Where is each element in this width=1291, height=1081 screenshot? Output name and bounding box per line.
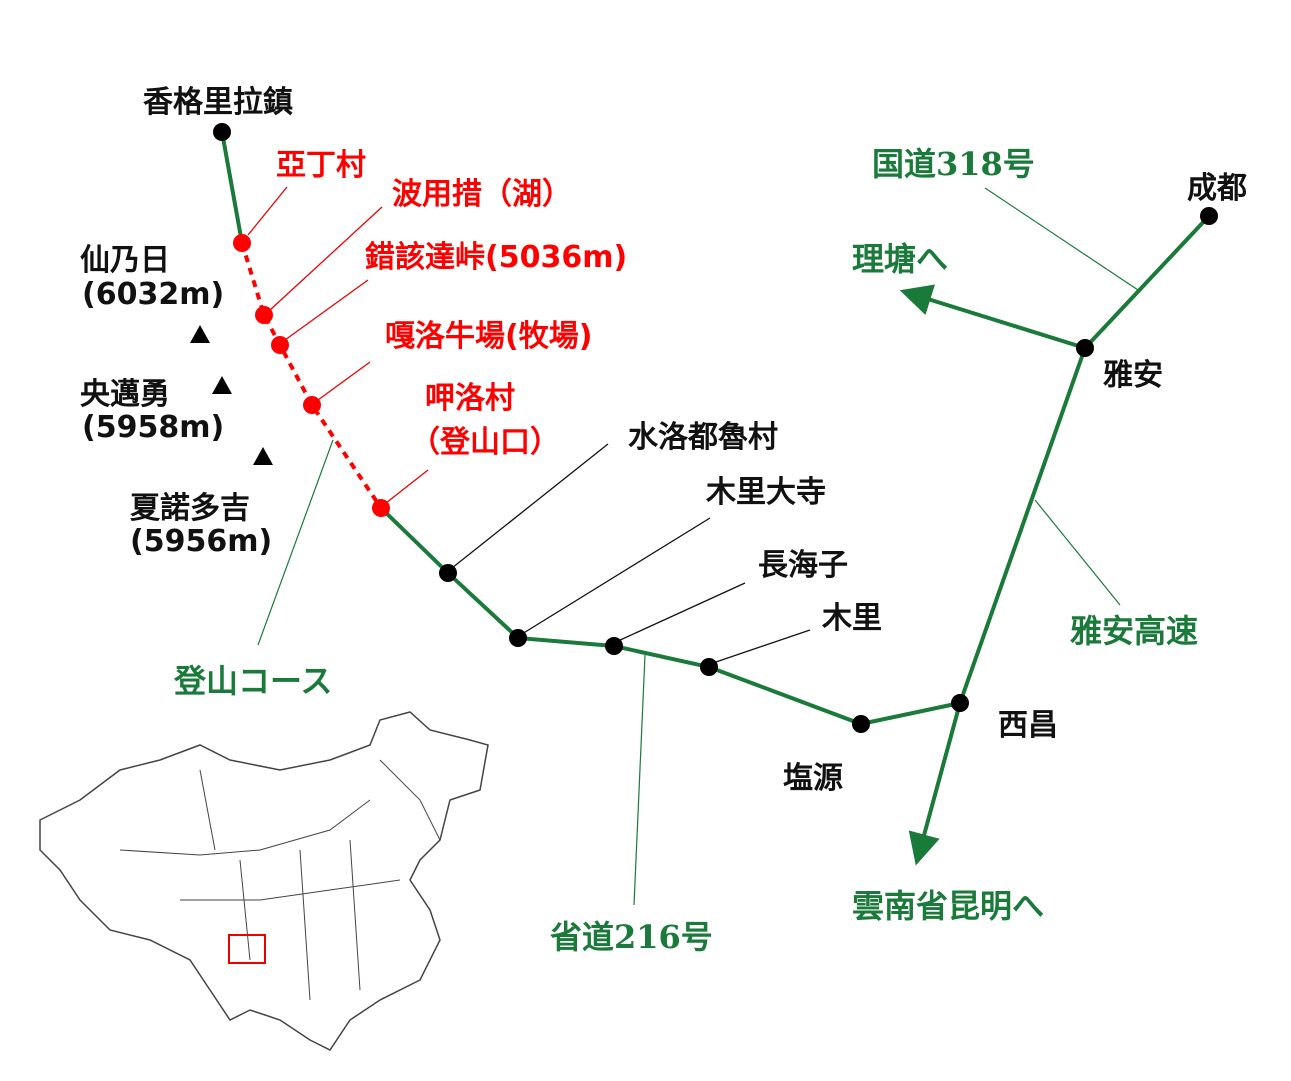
trek-route — [240, 242, 383, 510]
label-muli-temple: 木里大寺 — [705, 475, 826, 510]
label-yading: 亞丁村 — [276, 148, 366, 183]
road-shangrila-yading — [220, 131, 244, 244]
label-to-kunming: 雲南省昆明へ — [852, 887, 1044, 925]
peak-name: 央邁勇 — [80, 377, 170, 412]
label-nh318: 国道318号 — [872, 145, 1035, 183]
peak-name: 仙乃日 — [80, 243, 170, 278]
label-pr216: 省道216号 — [550, 918, 713, 956]
label-galuo: 嘎洛牛場(牧場) — [385, 319, 592, 354]
label-shangrila: 香格里拉鎮 — [143, 85, 293, 120]
label-muli: 木里 — [821, 601, 882, 636]
region-highlight-box — [228, 934, 266, 964]
road-to-litang — [899, 284, 1086, 350]
peak-name: 夏諾多吉 — [130, 491, 250, 526]
china-inset-map — [39, 711, 489, 1051]
place-leader-lines — [451, 443, 811, 664]
peak-height: (5958m) — [82, 410, 224, 445]
label-changhaizi: 長海子 — [758, 548, 848, 583]
peak-height: (6032m) — [82, 277, 224, 312]
label-yaluo: 呷洛村 — [425, 381, 515, 416]
label-boyongcuo: 波用措（湖） — [392, 177, 572, 212]
peak-triangle-icon — [190, 325, 210, 343]
label-pass: 錯該達峠(5036m) — [365, 240, 627, 275]
peak-icons — [190, 325, 273, 465]
trek-points — [233, 234, 390, 517]
trek-leader-lines — [247, 186, 429, 504]
road-yaan-expressway — [908, 214, 1211, 866]
label-trailhead: （登山口） — [410, 425, 560, 460]
label-yaan: 雅安 — [1103, 358, 1163, 393]
label-to-litang: 理塘へ — [852, 240, 948, 278]
label-yanyuan: 塩源 — [783, 761, 843, 796]
place-points — [213, 123, 1218, 733]
peak-height: (5956m) — [130, 524, 272, 559]
label-trek: 登山コース — [173, 662, 332, 700]
road-leader-lines — [257, 187, 1139, 906]
peak-triangle-icon — [212, 376, 232, 394]
label-shuiluo: 水洛都魯村 — [628, 420, 778, 455]
label-chengdu: 成都 — [1187, 171, 1247, 206]
label-xichang: 西昌 — [998, 708, 1058, 743]
label-yaan-expressway: 雅安高速 — [1070, 612, 1198, 650]
peak-triangle-icon — [253, 447, 273, 465]
